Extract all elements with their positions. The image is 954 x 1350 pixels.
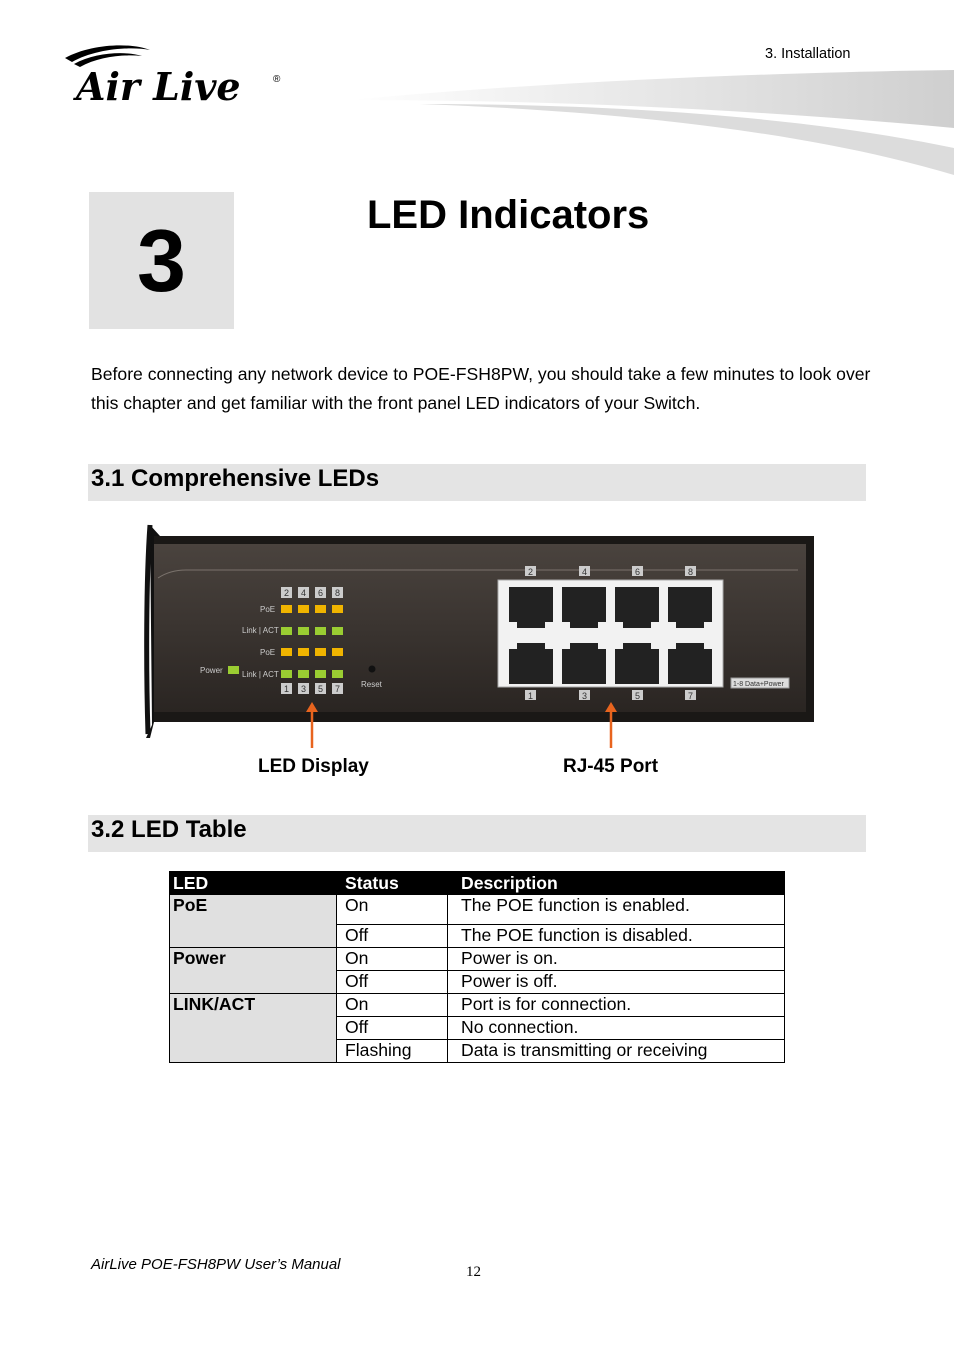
led-cell-poe: PoE — [169, 894, 337, 948]
logo-text: Air Live — [73, 64, 241, 109]
svg-text:6: 6 — [318, 588, 323, 598]
callout-led-display: LED Display — [258, 756, 369, 777]
svg-text:6: 6 — [635, 567, 640, 577]
description-cell: Power is on. — [447, 947, 785, 971]
status-cell: Off — [336, 1016, 448, 1040]
svg-text:2: 2 — [528, 567, 533, 577]
svg-text:7: 7 — [688, 691, 693, 701]
status-cell: Off — [336, 970, 448, 994]
led-cell-link-act: LINK/ACT — [169, 993, 337, 1063]
svg-text:3: 3 — [301, 684, 306, 694]
svg-text:5: 5 — [318, 684, 323, 694]
header-status: Status — [336, 871, 448, 895]
reset-label: Reset — [361, 680, 383, 689]
section-title-comprehensive-leds: 3.1 Comprehensive LEDs — [91, 465, 380, 492]
description-cell: The POE function is disabled. — [447, 924, 785, 948]
svg-text:1: 1 — [528, 691, 533, 701]
table-row: Flashing Data is transmitting or receivi… — [170, 1039, 785, 1063]
chapter-number: 3 — [137, 210, 186, 310]
port-caption: 1-8 Data+Power — [733, 681, 784, 688]
page-number: 12 — [466, 1264, 481, 1280]
description-cell: Data is transmitting or receiving — [447, 1039, 785, 1063]
led-indicators — [228, 605, 343, 678]
svg-text:4: 4 — [301, 588, 306, 598]
svg-text:4: 4 — [582, 567, 587, 577]
intro-paragraph: Before connecting any network device to … — [91, 364, 871, 413]
logo-registered: ® — [273, 74, 281, 85]
callout-arrows — [306, 702, 617, 748]
description-cell: No connection. — [447, 1016, 785, 1040]
front-panel-figure: 2 4 6 8 PoE Link | ACT PoE Link | ACT Po… — [144, 524, 814, 777]
status-cell: On — [336, 947, 448, 971]
led-row-label-poe-bottom: PoE — [260, 648, 275, 657]
chapter-number-box — [89, 192, 234, 329]
svg-text:5: 5 — [635, 691, 640, 701]
description-cell: The POE function is enabled. — [447, 894, 785, 925]
status-cell: Flashing — [336, 1039, 448, 1063]
svg-text:1: 1 — [284, 684, 289, 694]
footer-manual-title: AirLive POE-FSH8PW User’s Manual — [91, 1256, 341, 1273]
description-cell: Port is for connection. — [447, 993, 785, 1017]
power-label: Power — [200, 666, 223, 675]
rj45-ports — [509, 587, 712, 684]
chapter-reference: 3. Installation — [765, 46, 851, 62]
svg-text:7: 7 — [335, 684, 340, 694]
header-led: LED — [169, 871, 337, 895]
led-row-label-poe-top: PoE — [260, 605, 275, 614]
status-cell: On — [336, 993, 448, 1017]
table-row: LINK/ACT On Port is for connection. — [169, 993, 785, 1063]
chapter-title: LED Indicators — [367, 193, 650, 237]
led-cell-power: Power — [169, 947, 337, 994]
led-table: LED Status Description PoE On The POE fu… — [169, 871, 785, 1063]
table-row: Off No connection. — [170, 1016, 785, 1040]
section-bar-led-table — [88, 815, 866, 852]
reset-button — [368, 665, 376, 673]
status-cell: On — [336, 894, 448, 925]
airlive-logo: Air Live ® — [60, 40, 290, 110]
led-number-labels-bottom: 1 3 5 7 — [281, 683, 343, 694]
callout-rj45-port: RJ-45 Port — [563, 756, 659, 777]
led-row-label-link-top: Link | ACT — [242, 626, 279, 635]
svg-text:8: 8 — [335, 588, 340, 598]
led-number-labels-top: 2 4 6 8 — [281, 587, 343, 598]
header-swoosh — [350, 70, 954, 175]
svg-text:2: 2 — [284, 588, 289, 598]
section-bar-comprehensive-leds — [88, 464, 866, 501]
status-cell: Off — [336, 924, 448, 948]
table-row: PoE On The POE function is enabled. — [169, 894, 785, 948]
svg-text:8: 8 — [688, 567, 693, 577]
table-header-row: LED Status Description — [169, 871, 785, 895]
section-title-led-table: 3.2 LED Table — [91, 816, 247, 843]
header-description: Description — [447, 871, 785, 895]
description-cell: Power is off. — [447, 970, 785, 994]
led-row-label-link-bottom: Link | ACT — [242, 670, 279, 679]
table-row: Power On Power is on. — [169, 947, 785, 994]
svg-text:3: 3 — [582, 691, 587, 701]
